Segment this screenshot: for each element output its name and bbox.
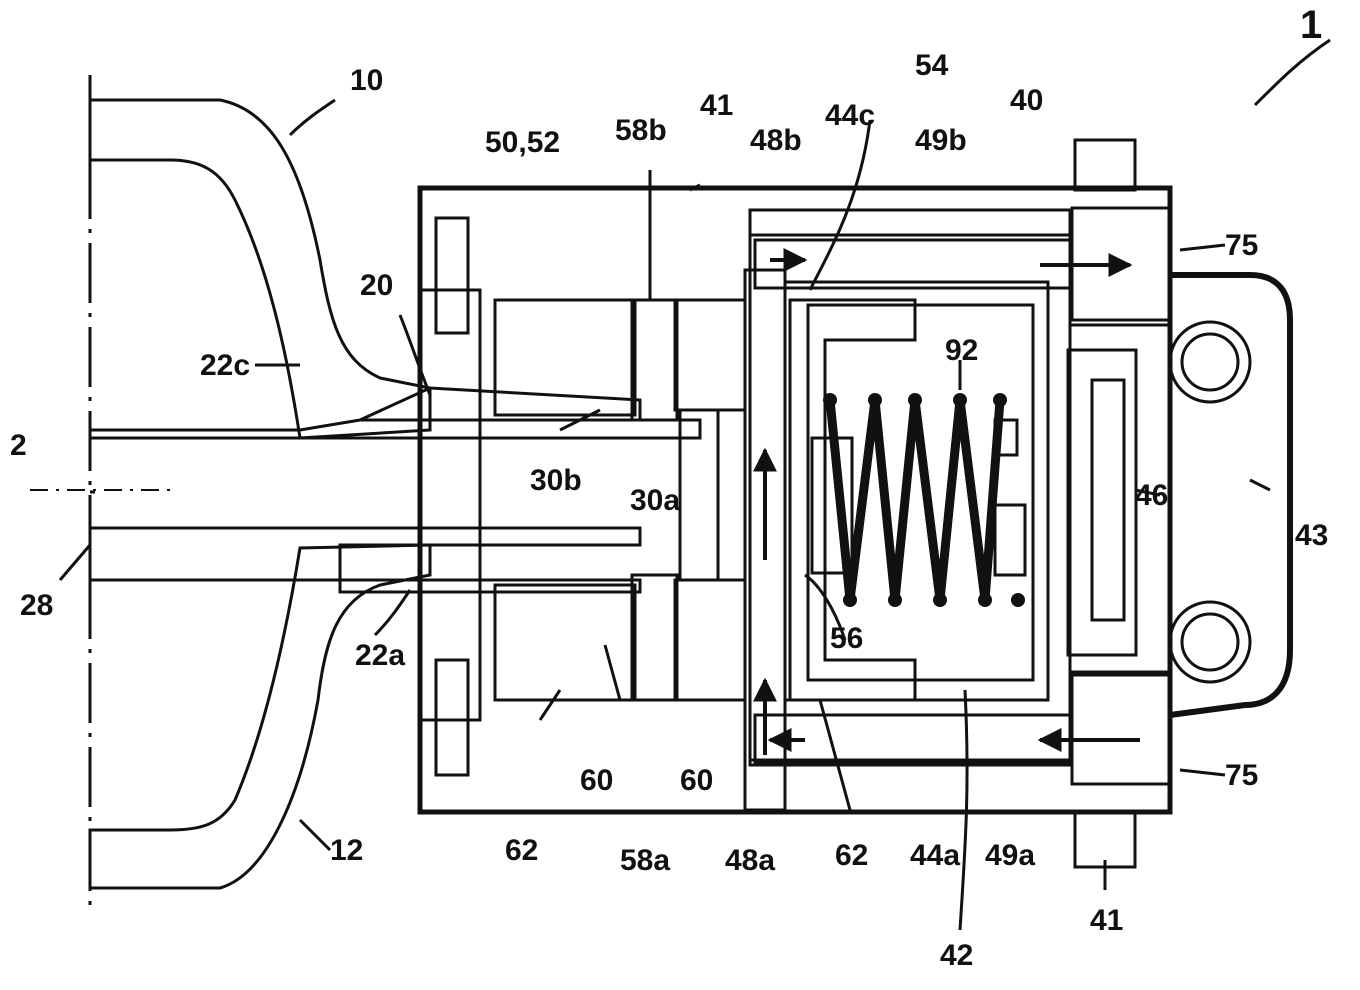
band-41-top (1073, 138, 1137, 192)
sensor-stem (993, 418, 1019, 457)
cover-bolts (1168, 320, 1252, 684)
label-75-upper: 75 (1225, 229, 1258, 262)
label-75-lower: 75 (1225, 759, 1258, 792)
label-44c: 44c (825, 99, 875, 132)
label-2: 2 (10, 429, 27, 462)
label-48a: 48a (725, 844, 775, 877)
rotor-disk (678, 408, 720, 582)
piston-cavity (806, 303, 1035, 682)
bore-58b (630, 298, 679, 422)
label-30a: 30a (630, 484, 680, 517)
axis-lines (30, 75, 170, 915)
plate-46-window (1090, 378, 1126, 622)
label-60-right: 60 (680, 764, 713, 797)
coil-upper-right (673, 298, 747, 412)
label-41-bottom: 41 (1090, 904, 1123, 937)
coil-upper-50-52 (493, 298, 637, 417)
cover-43 (1169, 272, 1293, 718)
label-49b: 49b (915, 124, 967, 157)
label-42: 42 (940, 939, 973, 972)
label-22c: 22c (200, 349, 250, 382)
label-40: 40 (1010, 84, 1043, 117)
flow-arrows (753, 248, 1140, 755)
coil-lower-right (673, 578, 747, 702)
label-58b: 58b (615, 114, 667, 147)
shaft-taper (359, 386, 642, 422)
label-46: 46 (1135, 479, 1168, 512)
connector-75-lower (1070, 670, 1172, 786)
label-10: 10 (350, 64, 383, 97)
label-62-left: 62 (505, 834, 538, 867)
plate-46 (1066, 348, 1138, 657)
label-1: 1 (1300, 3, 1322, 47)
label-56: 56 (830, 622, 863, 655)
shaft-upper (88, 418, 702, 440)
spring-dots (823, 393, 1025, 607)
label-58a: 58a (620, 844, 670, 877)
channel-48 (743, 268, 787, 812)
bore-58a (630, 573, 679, 702)
inner-chamber (748, 233, 1072, 767)
label-43: 43 (1295, 519, 1328, 552)
piston-54 (788, 298, 917, 702)
label-41-top: 41 (700, 89, 733, 122)
label-62-right: 62 (835, 839, 868, 872)
label-28: 28 (20, 589, 53, 622)
seal-lower (434, 658, 470, 777)
shaft-lower (88, 526, 642, 594)
sensor-element (993, 503, 1027, 577)
label-60-left: 60 (580, 764, 613, 797)
label-20: 20 (360, 269, 393, 302)
label-49a: 49a (985, 839, 1035, 872)
label-12: 12 (330, 834, 363, 867)
label-54: 54 (915, 49, 949, 82)
band-41-bottom (1073, 810, 1137, 869)
label-30b: 30b (530, 464, 582, 497)
label-22a: 22a (355, 639, 405, 672)
label-92: 92 (945, 334, 978, 367)
label-44a: 44a (910, 839, 960, 872)
label-48b: 48b (750, 124, 802, 157)
hub-lower (88, 543, 432, 890)
seal-upper (434, 216, 470, 335)
spring-92 (825, 399, 1005, 601)
label-50-52: 50,52 (485, 126, 560, 159)
leader-lines (58, 38, 1331, 931)
coil-lower (493, 583, 637, 702)
housing-outer (417, 185, 1173, 815)
